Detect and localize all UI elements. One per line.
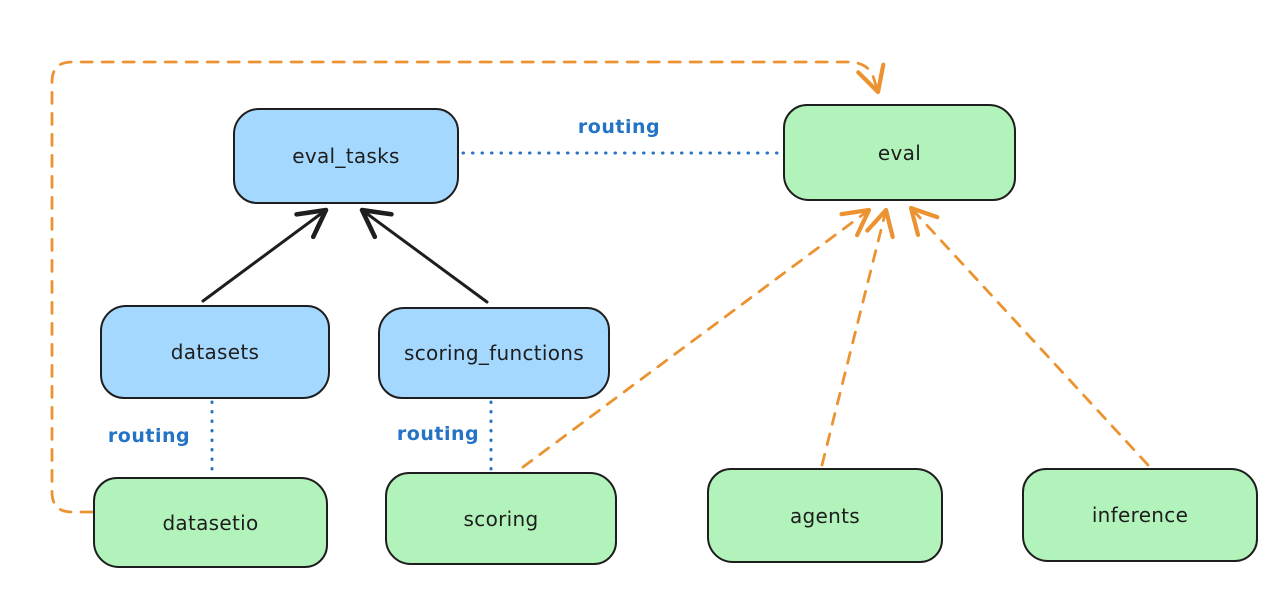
- routing-label-eval-tasks-eval: routing: [577, 116, 661, 138]
- node-eval: eval: [783, 104, 1016, 201]
- routing-label-datasets-datasetio: routing: [107, 425, 191, 447]
- node-eval-label: eval: [877, 140, 922, 165]
- node-scoring: scoring: [385, 472, 617, 565]
- node-datasets-label: datasets: [170, 340, 260, 364]
- node-inference: inference: [1022, 468, 1258, 562]
- node-agents: agents: [707, 468, 943, 563]
- edge-datasetio-to-eval: [50, 60, 886, 514]
- edge-scoring-functions-to-eval-tasks: [359, 207, 489, 304]
- node-scoring-functions: scoring_functions: [378, 307, 610, 399]
- node-agents-label: agents: [790, 503, 860, 528]
- node-eval-tasks-label: eval_tasks: [292, 144, 400, 168]
- node-datasetio-label: datasetio: [162, 510, 259, 535]
- node-datasetio: datasetio: [93, 477, 328, 568]
- node-eval-tasks: eval_tasks: [233, 108, 459, 204]
- edge-datasets-to-eval-tasks: [201, 207, 329, 303]
- node-scoring-label: scoring: [463, 506, 539, 531]
- routing-label-scoring-functions-scoring: routing: [396, 423, 480, 445]
- edge-agents-to-eval: [820, 207, 895, 467]
- edge-scoring-to-eval: [521, 207, 872, 469]
- node-scoring-functions-label: scoring_functions: [403, 341, 585, 365]
- node-inference-label: inference: [1091, 503, 1189, 527]
- edge-inference-to-eval: [908, 205, 1150, 467]
- node-datasets: datasets: [100, 305, 330, 399]
